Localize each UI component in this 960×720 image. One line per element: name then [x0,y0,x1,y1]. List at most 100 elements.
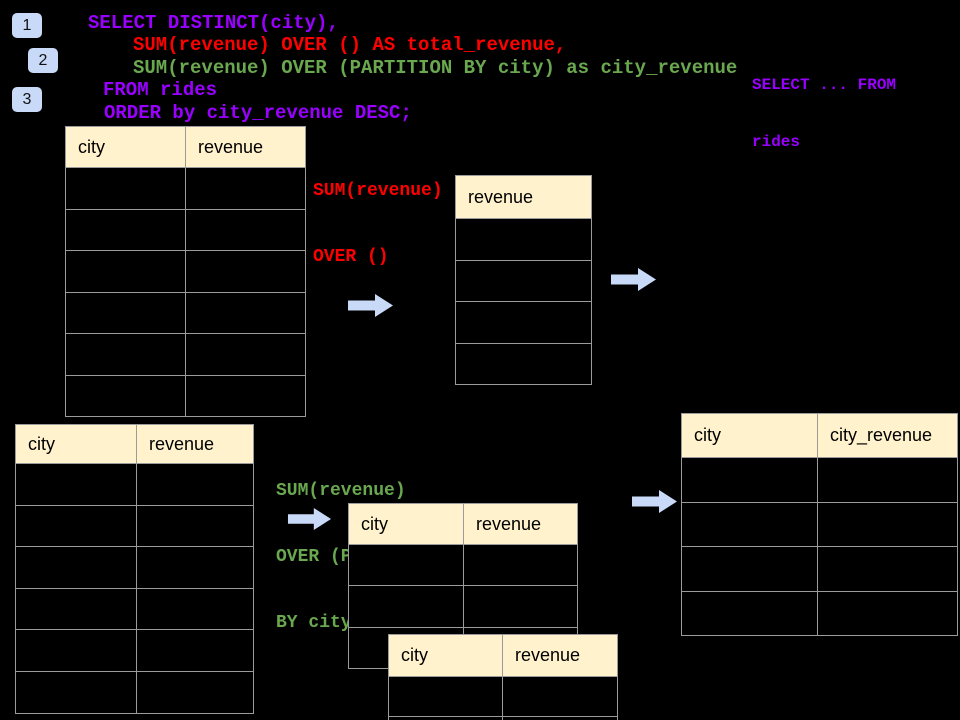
table-cell [15,463,137,506]
table-cell [388,716,503,720]
table-cell [681,457,818,503]
table-cell [817,501,958,547]
table-row [65,208,306,251]
column-header-city: city [388,634,503,677]
table-row [15,670,254,714]
table-cell [15,546,137,589]
table-cell [681,546,818,592]
annotation-sum-over-total: SUM(revenue) OVER () [313,136,443,312]
step-badge-3: 3 [12,87,42,112]
column-header-city: city [15,424,137,464]
table-header-row: city city_revenue [681,413,958,458]
column-header-revenue: revenue [463,503,578,545]
sql-line-from: FROM rides [103,79,218,101]
table-cell [348,585,464,628]
column-header-revenue: revenue [455,175,592,219]
column-header-city: city [348,503,464,545]
table-row [681,590,958,636]
column-header-revenue: revenue [502,634,618,677]
table-cell [388,676,503,717]
table-row [65,333,306,376]
table-cell [817,590,958,636]
table-cell [65,291,186,334]
annotation-line: SUM(revenue) [313,181,443,201]
table-row [681,546,958,592]
flow-arrow-right-icon [348,294,393,317]
step-badge-1: 1 [12,13,42,38]
sql-line-select: SELECT DISTINCT(city), [88,12,339,34]
column-header-city: city [681,413,818,458]
annotation-line: SUM(revenue) [276,481,406,501]
table-cell [502,676,618,717]
table-cell [455,301,592,344]
table-header-row: city revenue [65,126,306,168]
table-header-row: revenue [455,175,592,219]
sql-line-order-by: ORDER by city_revenue DESC; [104,102,412,124]
table-row [15,546,254,589]
side-note-line: rides [752,133,801,151]
table-cell [185,374,306,417]
table-cell [65,167,186,210]
table-cell [15,670,137,714]
table-row [15,629,254,672]
table-cell [185,208,306,251]
table-row [65,291,306,334]
table-cell [185,291,306,334]
table-row [65,167,306,210]
table-row [388,716,618,720]
table-header-row: city revenue [15,424,254,464]
table-source-top: city revenue [65,126,306,417]
column-header-city: city [65,126,186,168]
table-cell [455,259,592,302]
table-city-revenue-result: city city_revenue [681,413,958,636]
table-cell [15,629,137,672]
table-cell [455,342,592,385]
table-cell [185,250,306,293]
flow-arrow-right-icon [287,508,332,530]
table-cell [681,501,818,547]
sql-line-total-revenue: SUM(revenue) OVER () AS total_revenue, [133,34,567,56]
table-cell [136,587,254,631]
table-cell [348,543,464,587]
table-cell [136,546,254,589]
table-cell [65,333,186,376]
table-source-bottom: city revenue [15,424,254,714]
table-header-row: city revenue [388,634,618,677]
table-total-revenue-result: revenue [455,175,592,385]
annotation-line: OVER () [313,247,389,267]
flow-arrow-right-icon [632,490,677,513]
column-header-city-revenue: city_revenue [817,413,958,458]
table-row [455,259,592,302]
flow-arrow-right-icon [611,268,656,291]
side-note-line: SELECT ... FROM [752,76,897,94]
table-row [15,504,254,548]
table-cell [502,716,618,720]
sql-line-partition: SUM(revenue) OVER (PARTITION BY city) as… [133,57,738,79]
table-cell [65,250,186,293]
table-row [348,585,578,628]
table-cell [136,504,254,548]
table-row [681,457,958,503]
table-cell [817,457,958,503]
table-cell [65,208,186,251]
table-row [348,543,578,587]
table-row [388,676,618,717]
table-row [455,301,592,344]
table-cell [136,670,254,714]
table-cell [65,374,186,417]
column-header-revenue: revenue [185,126,306,168]
table-row [15,587,254,631]
table-row [455,342,592,385]
table-cell [15,504,137,548]
table-header-row: city revenue [348,503,578,545]
table-cell [463,543,578,587]
step-badge-2: 2 [28,48,58,73]
table-cell [136,463,254,506]
table-row [65,374,306,417]
table-cell [185,333,306,376]
table-row [15,463,254,506]
table-cell [15,587,137,631]
table-cell [455,218,592,261]
table-row [455,218,592,261]
